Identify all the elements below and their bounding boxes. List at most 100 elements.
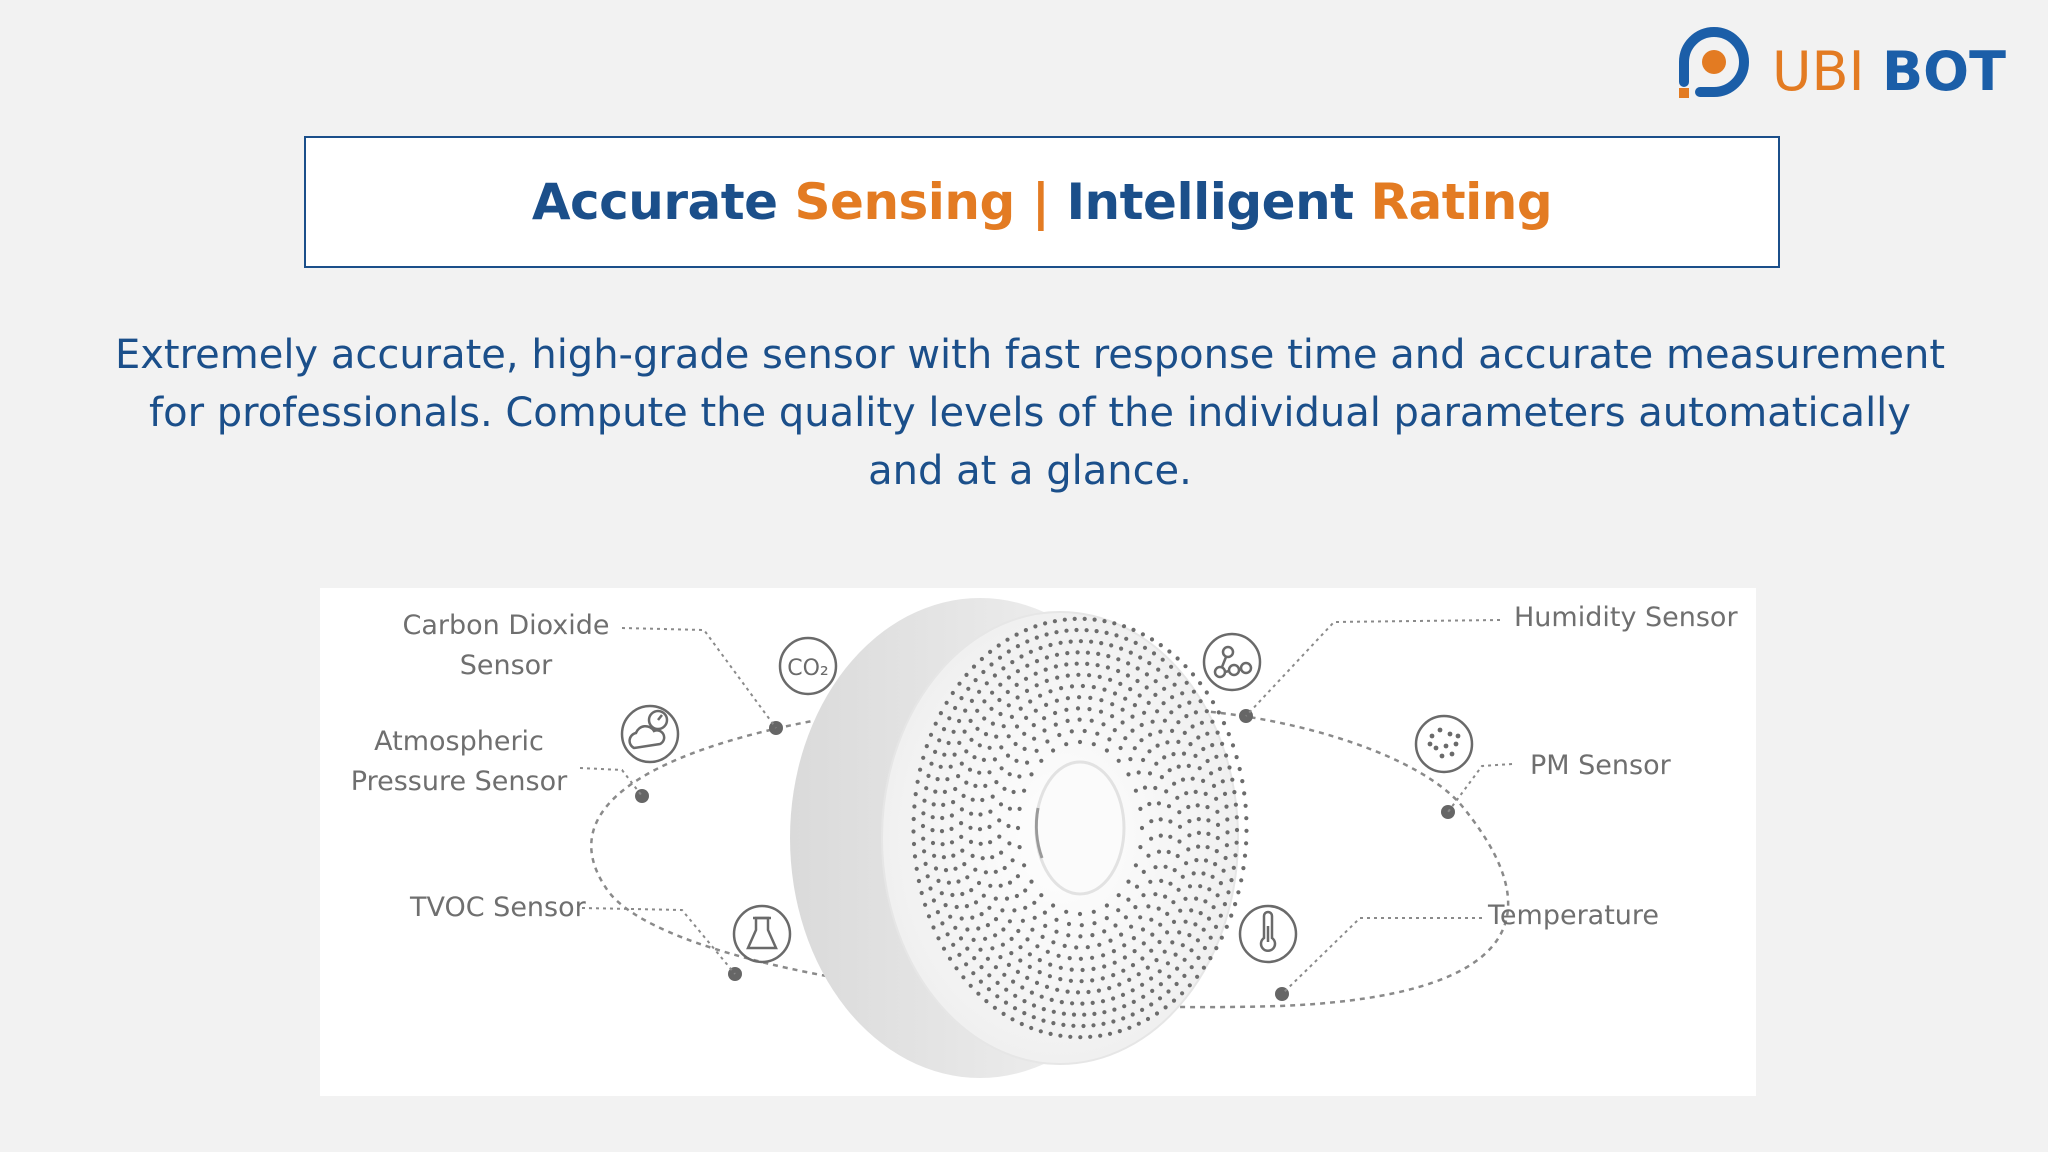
- perforation-dot: [947, 956, 953, 961]
- perforation-dot: [951, 729, 956, 734]
- perforation-dot: [1029, 772, 1034, 777]
- perforation-dot: [1215, 835, 1220, 841]
- perforation-dot: [1055, 987, 1060, 992]
- perforation-dot: [994, 734, 999, 739]
- perforation-dot: [1187, 819, 1192, 824]
- perforation-dot: [1081, 1023, 1086, 1029]
- perforation-dot: [1092, 1011, 1097, 1016]
- perforation-dot: [1039, 893, 1044, 898]
- perforation-dot: [1205, 731, 1210, 736]
- perforation-dot: [997, 834, 1002, 839]
- perforation-dot: [957, 718, 962, 724]
- perforation-dot: [1150, 932, 1155, 937]
- perforation-dot: [997, 818, 1002, 823]
- perforation-dot: [1066, 933, 1071, 938]
- perforation-dot: [941, 802, 946, 807]
- perforation-dot: [1052, 619, 1057, 624]
- perforation-dot: [1130, 963, 1136, 968]
- perforation-dot: [990, 721, 996, 726]
- perforation-dot: [1112, 960, 1117, 965]
- perforation-dot: [1166, 849, 1171, 855]
- headline-word-accurate: Accurate: [531, 173, 778, 231]
- perforation-dot: [1149, 637, 1155, 642]
- perforation-dot: [1089, 639, 1094, 644]
- perforation-dot: [1241, 866, 1246, 871]
- perforation-dot: [1085, 650, 1090, 655]
- perforation-dot: [1153, 679, 1158, 684]
- perforation-dot: [1167, 768, 1172, 773]
- perforation-dot: [1094, 629, 1099, 634]
- perforation-dot: [982, 716, 987, 721]
- perforation-dot: [1190, 776, 1195, 781]
- perforation-dot: [928, 886, 933, 891]
- perforation-dot: [998, 802, 1004, 807]
- perforation-dot: [1225, 830, 1230, 835]
- perforation-dot: [1225, 817, 1230, 822]
- perforation-dot: [972, 755, 977, 760]
- perforation-dot: [975, 726, 980, 731]
- perforation-dot: [1020, 985, 1025, 990]
- perforation-dot: [993, 896, 998, 901]
- perforation-dot: [1119, 646, 1124, 651]
- perforation-dot: [1181, 751, 1187, 756]
- perforation-dot: [959, 821, 964, 826]
- perforation-dot: [999, 766, 1004, 771]
- perforation-dot: [977, 770, 982, 775]
- perforation-dot: [1058, 640, 1063, 645]
- perforation-dot: [939, 829, 945, 834]
- perforation-dot: [1204, 709, 1209, 714]
- perforation-dot: [1149, 1002, 1154, 1007]
- perforation-dot: [1205, 845, 1210, 850]
- perforation-dot: [1048, 1031, 1053, 1036]
- perforation-dot: [942, 789, 948, 794]
- particle-dot: [1437, 727, 1443, 733]
- perforation-dot: [1079, 923, 1084, 928]
- perforation-dot: [1170, 940, 1175, 945]
- perforation-dot: [1111, 1019, 1116, 1024]
- pressure-anchor-dot: [635, 789, 649, 803]
- pressure-leader-line: [579, 767, 643, 797]
- perforation-dot: [1007, 806, 1013, 811]
- perforation-dot: [940, 815, 945, 821]
- perforation-dot: [1104, 916, 1109, 921]
- perforation-dot: [1226, 732, 1231, 737]
- perforation-dot: [1013, 741, 1018, 747]
- perforation-dot: [935, 777, 940, 782]
- perforation-dot: [1133, 640, 1138, 645]
- perforation-dot: [958, 936, 964, 941]
- perforation-dot: [973, 678, 978, 683]
- perforation-dot: [1118, 745, 1123, 751]
- perforation-dot: [1213, 924, 1219, 929]
- perforation-dot: [1009, 951, 1014, 956]
- perforation-dot: [983, 732, 989, 737]
- perforation-dot: [912, 854, 918, 859]
- particle-dot: [1433, 745, 1439, 751]
- perforation-dot: [1065, 989, 1070, 994]
- perforation-dot: [1210, 700, 1216, 705]
- perforation-dot: [1031, 1015, 1036, 1020]
- perforation-dot: [1092, 617, 1097, 622]
- perforation-dot: [1044, 655, 1049, 660]
- air-monitor-device: [790, 598, 1249, 1078]
- perforation-dot: [1042, 728, 1047, 733]
- perforation-dot: [1015, 874, 1021, 879]
- perforation-dot: [1054, 917, 1059, 922]
- perforation-dot: [1135, 666, 1140, 671]
- perforation-dot: [999, 850, 1004, 855]
- perforation-dot: [1180, 777, 1186, 782]
- perforation-dot: [1078, 639, 1083, 644]
- perforation-dot: [941, 727, 947, 732]
- perforation-dot: [1182, 730, 1187, 735]
- perforation-dot: [1206, 818, 1211, 823]
- temperature-sensor-label: Temperature: [1488, 900, 1660, 931]
- perforation-dot: [1130, 1012, 1135, 1017]
- perforation-dot: [1232, 790, 1237, 795]
- perforation-dot: [1233, 853, 1238, 858]
- particle-dot: [1453, 741, 1459, 747]
- perforation-dot: [1116, 668, 1121, 674]
- device-diagram: CO₂: [579, 598, 1513, 1078]
- perforation-dot: [1142, 785, 1148, 790]
- perforation-dot: [1180, 874, 1185, 879]
- perforation-dot: [1144, 685, 1149, 690]
- perforation-dot: [1234, 815, 1239, 820]
